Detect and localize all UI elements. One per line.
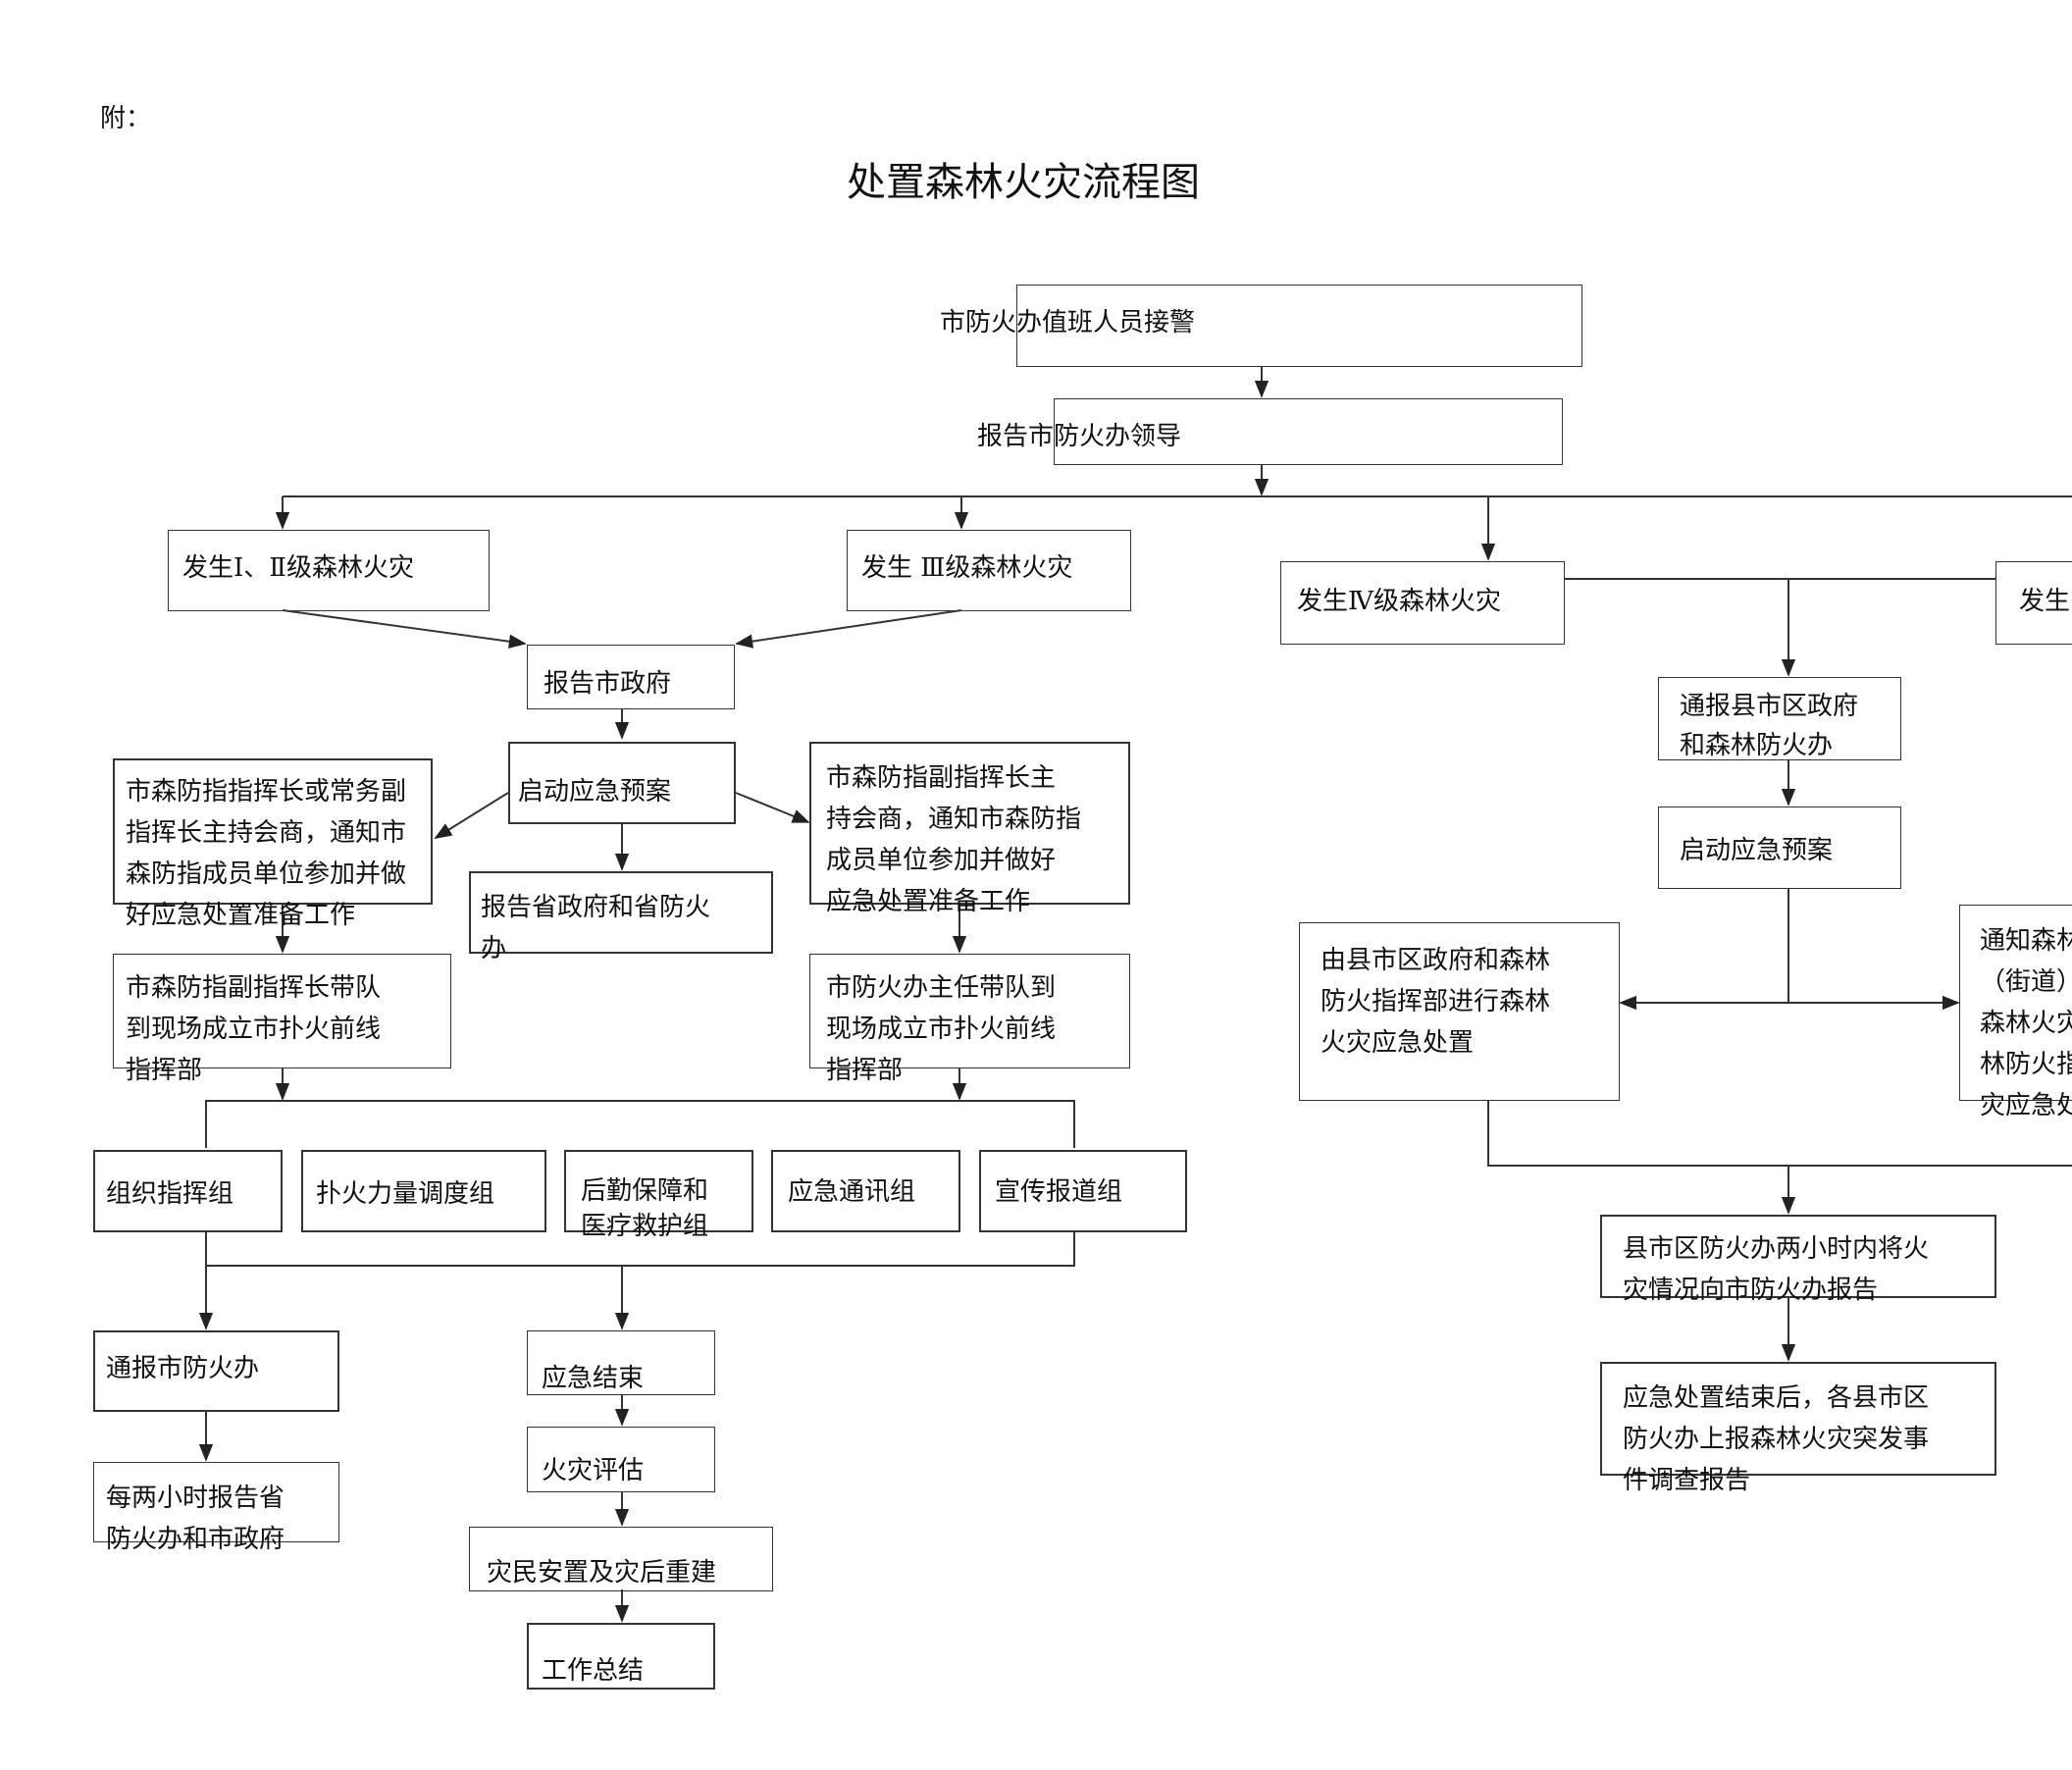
start-plan-county-label: 启动应急预案 xyxy=(1680,836,1834,865)
resettlement-box xyxy=(469,1527,773,1591)
deputy-field-hq-label: 市森防指副指挥长带队 到现场成立市扑火前线 指挥部 xyxy=(126,973,382,1085)
level-3-box xyxy=(847,530,1131,611)
deputy-meeting-box xyxy=(809,742,1130,905)
work-summary-box xyxy=(527,1623,715,1690)
arrow-plan-to-commander xyxy=(434,792,509,839)
county-final-report-box xyxy=(1600,1362,1996,1476)
report-leader-label: 报告市防火办领导 xyxy=(977,422,1182,451)
group-command-box xyxy=(93,1150,283,1232)
fire-assessment-label: 火灾评估 xyxy=(542,1456,645,1485)
group-dispatch-box xyxy=(301,1150,546,1232)
fire-assessment-box xyxy=(527,1427,715,1492)
level-1-2-box xyxy=(168,530,490,611)
deputy-field-hq-box xyxy=(113,954,451,1068)
level-4-label: 发生Ⅳ级森林火灾 xyxy=(1297,587,1501,616)
arrow-plan-to-deputy xyxy=(735,792,810,823)
report-city-gov-label: 报告市政府 xyxy=(544,669,672,699)
level-4-box xyxy=(1280,561,1565,645)
emergency-end-box xyxy=(527,1330,715,1395)
groups-bracket-top xyxy=(205,1100,1075,1148)
report-every-2h-box xyxy=(93,1462,339,1542)
receive-alarm-box xyxy=(1016,285,1582,367)
report-leader-box xyxy=(1054,398,1563,465)
notify-forest-label: 通知森林 （街道） 森林火灾 林防火指 灾应急处 xyxy=(1980,926,2072,1120)
start-plan-county-box xyxy=(1658,807,1901,889)
county-handles-label: 由县市区政府和森林 防火指挥部进行森林 火灾应急处置 xyxy=(1321,946,1551,1058)
commander-meeting-label: 市森防指指挥长或常务副 指挥长主持会商，通知市 森防指成员单位参加并做 好应急处… xyxy=(126,777,407,930)
notify-forest-box xyxy=(1959,905,2072,1101)
resettlement-label: 灾民安置及灾后重建 xyxy=(487,1558,717,1588)
report-province-box xyxy=(469,871,773,954)
group-logistics-box xyxy=(564,1150,753,1232)
receive-alarm-label: 市防火办值班人员接警 xyxy=(940,308,1196,338)
group-publicity-label: 宣传报道组 xyxy=(995,1177,1123,1207)
page-title: 处置森林火灾流程图 xyxy=(847,160,1200,205)
county-report-2h-label: 县市区防火办两小时内将火 灾情况向市防火办报告 xyxy=(1623,1234,1930,1305)
commander-meeting-box xyxy=(113,758,433,905)
arrow-level3-to-report xyxy=(735,609,962,649)
county-report-2h-box xyxy=(1600,1215,1996,1298)
arrow-level12-to-report xyxy=(282,609,527,649)
connector-county-bottom xyxy=(1487,1101,2072,1167)
start-plan-city-label: 启动应急预案 xyxy=(518,777,672,807)
notify-county-label: 通报县市区政府 和森林防火办 xyxy=(1680,692,1859,760)
notify-city-office-label: 通报市防火办 xyxy=(106,1354,260,1383)
level-3-label: 发生 Ⅲ级森林火灾 xyxy=(861,553,1073,583)
county-handles-box xyxy=(1299,922,1620,1101)
group-dispatch-label: 扑火力量调度组 xyxy=(316,1179,495,1209)
group-comms-label: 应急通讯组 xyxy=(788,1177,916,1207)
report-province-label: 报告省政府和省防火 办 xyxy=(481,893,711,963)
notify-city-office-box xyxy=(93,1330,339,1412)
start-plan-city-box xyxy=(508,742,736,824)
director-field-hq-box xyxy=(809,954,1130,1068)
group-publicity-box xyxy=(979,1150,1187,1232)
level-1-2-label: 发生Ⅰ、Ⅱ级森林火灾 xyxy=(182,553,414,583)
notify-county-box xyxy=(1658,677,1901,760)
group-command-label: 组织指挥组 xyxy=(106,1179,234,1209)
report-city-gov-box xyxy=(527,645,735,709)
deputy-meeting-label: 市森防指副指挥长主 持会商，通知市森防指 成员单位参加并做好 应急处置准备工作 xyxy=(826,763,1082,916)
groups-bracket-bottom xyxy=(205,1232,1075,1267)
annex-label: 附： xyxy=(100,104,152,133)
director-field-hq-label: 市防火办主任带队到 现场成立市扑火前线 指挥部 xyxy=(826,973,1057,1085)
report-every-2h-label: 每两小时报告省 防火办和市政府 xyxy=(106,1484,285,1554)
county-final-report-label: 应急处置结束后，各县市区 防火办上报森林火灾突发事 件调查报告 xyxy=(1623,1383,1930,1495)
right-cut-fire-box xyxy=(1995,561,2072,645)
emergency-end-label: 应急结束 xyxy=(542,1364,645,1393)
work-summary-label: 工作总结 xyxy=(542,1656,645,1686)
group-logistics-label: 后勤保障和 医疗救护组 xyxy=(581,1176,709,1241)
right-cut-fire-label: 发生 xyxy=(2019,587,2071,616)
group-comms-box xyxy=(771,1150,960,1232)
